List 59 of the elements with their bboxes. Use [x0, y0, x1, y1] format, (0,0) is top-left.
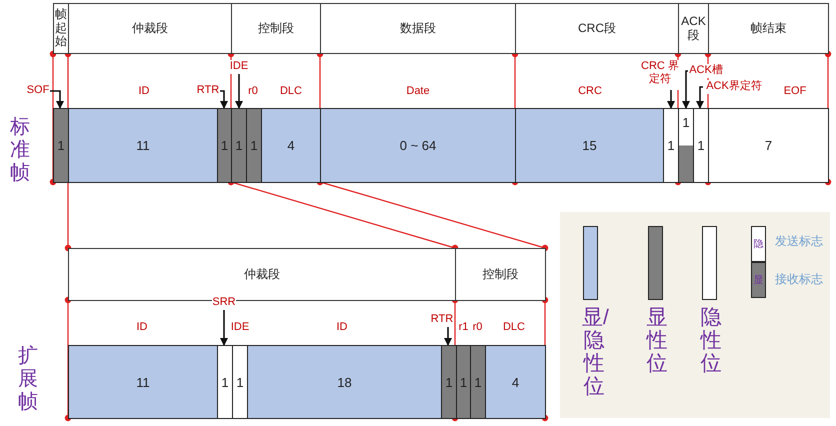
- field-name: DLC: [278, 85, 303, 99]
- legend-text: 接收标志: [775, 271, 823, 288]
- arrow: [235, 74, 243, 109]
- bit-field: 1: [441, 345, 457, 419]
- legend-text: 显性位: [645, 306, 668, 376]
- bit-field: 1: [678, 108, 694, 183]
- field-name: ID: [138, 85, 150, 99]
- bit-field: 1: [232, 345, 248, 419]
- swatch-text: 隐: [752, 238, 764, 251]
- arrow: [682, 70, 690, 109]
- segment-header: 仲裁段: [68, 3, 232, 54]
- bit-field: 1: [470, 345, 486, 419]
- bit-field: 0 ~ 64: [320, 108, 516, 183]
- field-name: ID: [336, 321, 348, 335]
- field-name: IDE: [230, 321, 250, 335]
- field-name: ID: [136, 321, 148, 335]
- arrow: [50, 90, 64, 109]
- field-name: r1: [458, 321, 470, 335]
- bit-field: 1: [693, 108, 709, 183]
- frame-type-label: 标准帧: [9, 116, 31, 186]
- bit-field: 1: [231, 108, 247, 183]
- frame-type-label: 扩展帧: [17, 345, 39, 415]
- legend-text: 发送标志: [775, 233, 823, 250]
- bit-field: 1: [456, 345, 471, 419]
- field-name: r0: [472, 321, 484, 335]
- bit-field: 1: [663, 108, 679, 183]
- arrow: [444, 327, 452, 346]
- bit-field: 4: [485, 345, 546, 419]
- segment-header: 数据段: [320, 3, 516, 54]
- swatch-text: 显: [752, 274, 764, 287]
- bit-field: 4: [261, 108, 321, 183]
- field-name: ACK界定符: [703, 80, 765, 94]
- bit-field: 18: [247, 345, 442, 419]
- bit-field: 1: [53, 108, 69, 183]
- field-name: EOF: [782, 85, 808, 99]
- field-name: r0: [247, 85, 259, 99]
- bit-field: 15: [515, 108, 664, 183]
- segment-header: CRC段: [515, 3, 679, 54]
- segment-header: 控制段: [455, 248, 546, 301]
- bit-field: 11: [68, 345, 218, 419]
- arrow: [220, 90, 228, 109]
- arrow: [667, 90, 675, 109]
- bit-field: 1: [246, 108, 262, 183]
- bit-field: 7: [708, 108, 829, 183]
- arrow: [696, 86, 704, 109]
- bit-field: 1: [217, 345, 233, 419]
- segment-header: 控制段: [231, 3, 321, 54]
- segment-header: ACK段: [678, 3, 709, 54]
- legend-text: 隐性位: [699, 306, 722, 376]
- bit-field: 11: [68, 108, 218, 183]
- segment-header: 帧起始: [53, 3, 69, 54]
- field-name: CRC: [577, 85, 603, 99]
- field-name: ACK槽: [688, 64, 724, 78]
- field-name: DLC: [502, 321, 526, 335]
- field-name: Date: [405, 85, 431, 99]
- field-name: IDE: [227, 60, 251, 74]
- segment-header: 帧结束: [708, 3, 829, 54]
- arrow: [220, 310, 228, 346]
- bit-field: 1: [217, 108, 232, 183]
